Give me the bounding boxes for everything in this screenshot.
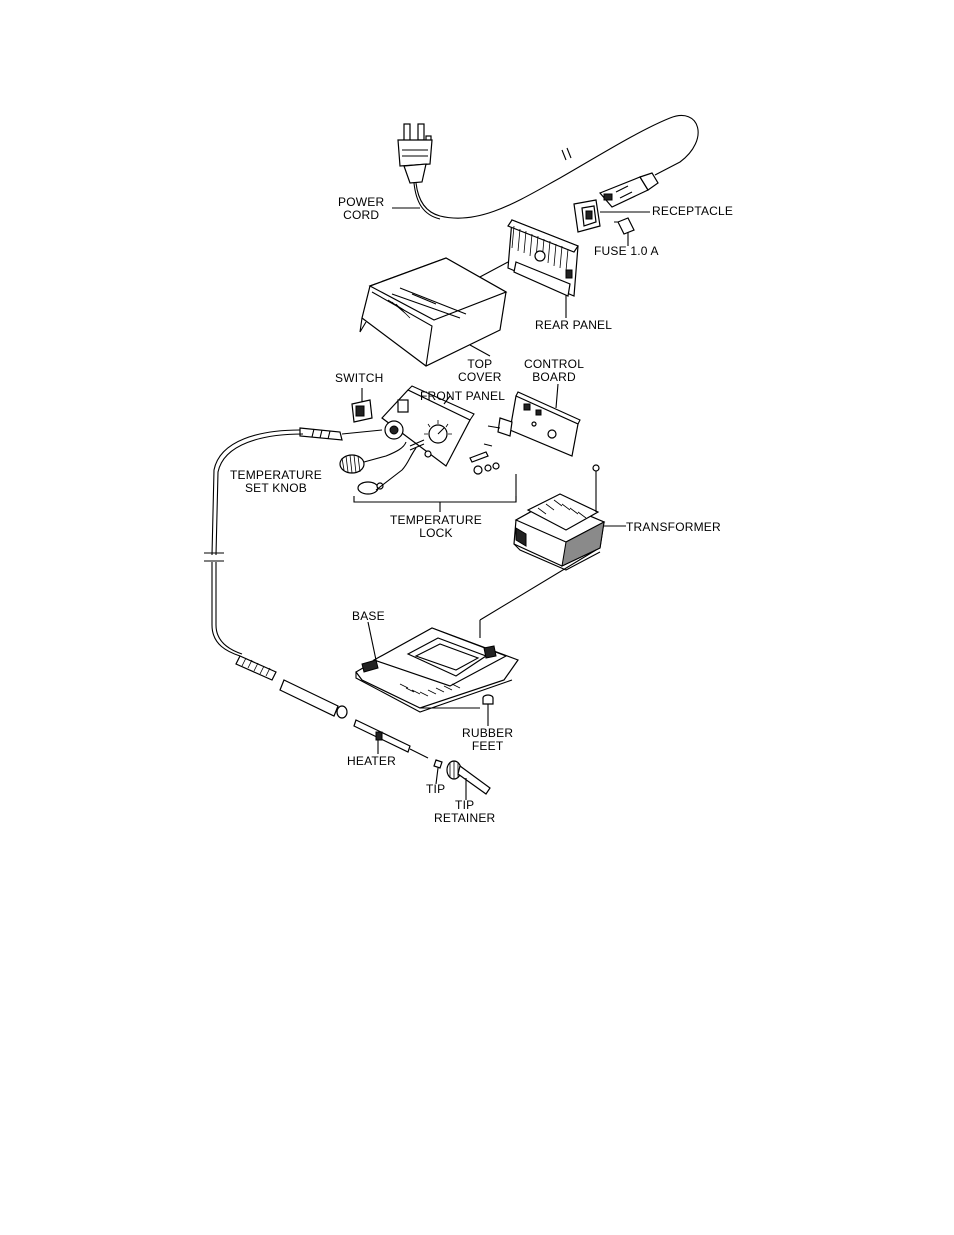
label-base: BASE xyxy=(352,610,385,623)
iron-handle-part xyxy=(236,656,347,718)
tip-retainer-part xyxy=(447,761,490,800)
switch-part xyxy=(352,388,372,422)
label-switch: SWITCH xyxy=(335,372,384,385)
label-tip: TIP xyxy=(426,783,445,796)
label-temperature-lock: TEMPERATURE LOCK xyxy=(390,514,482,540)
label-top-cover: TOP COVER xyxy=(458,358,502,384)
temperature-set-knob-part xyxy=(340,442,406,473)
label-control-board: CONTROL BOARD xyxy=(524,358,584,384)
label-front-panel: FRONT PANEL xyxy=(420,390,505,403)
base-part xyxy=(356,550,596,712)
label-temperature-set-knob: TEMPERATURE SET KNOB xyxy=(230,469,322,495)
tip-part xyxy=(434,760,442,784)
label-rubber-feet: RUBBER FEET xyxy=(462,727,513,753)
label-rear-panel: REAR PANEL xyxy=(535,319,612,332)
label-tip-retainer: TIP RETAINER xyxy=(434,799,495,825)
label-transformer: TRANSFORMER xyxy=(626,521,721,534)
fuse-part xyxy=(614,218,634,246)
label-heater: HEATER xyxy=(347,755,396,768)
label-power-cord: POWER CORD xyxy=(338,196,384,222)
label-fuse: FUSE 1.0 A xyxy=(594,245,659,258)
transformer-part xyxy=(514,465,626,570)
heater-part xyxy=(354,720,428,758)
rubber-feet-part xyxy=(483,695,493,726)
label-receptacle: RECEPTACLE xyxy=(652,205,733,218)
